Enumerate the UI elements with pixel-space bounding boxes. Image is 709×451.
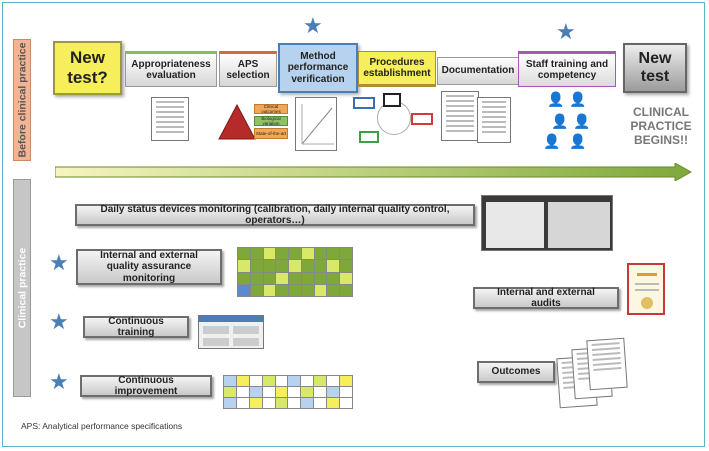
- star-icon: ★: [556, 19, 576, 44]
- side-label-before: Before clinical practice: [13, 39, 31, 161]
- person-icon: 👤: [569, 133, 587, 149]
- method-scatter-thumbnail: [295, 97, 337, 151]
- person-icon: 👤: [569, 91, 587, 107]
- improvement-spreadsheet-icon: [223, 375, 353, 409]
- activity-continuous-training: Continuous training: [83, 316, 189, 338]
- activity-outcomes: Outcomes: [477, 361, 555, 383]
- step-aps: APS selection: [219, 51, 277, 87]
- activity-quality-assurance: Internal and external quality assurance …: [76, 249, 222, 285]
- step-new-test: New test?: [53, 41, 122, 95]
- clinical-practice-begins: CLINICAL PRACTICE BEGINS!!: [630, 105, 692, 147]
- aps-tag-biological: Biological variation: [254, 116, 288, 126]
- timeline-arrow-icon: [55, 163, 693, 181]
- person-icon: 👤: [547, 91, 565, 107]
- star-icon: ★: [303, 13, 323, 38]
- step-appropriateness: Appropriateness evaluation: [125, 51, 217, 87]
- star-icon: ★: [49, 250, 69, 275]
- activity-continuous-improvement: Continuous improvement: [80, 375, 212, 397]
- step-staff: Staff training and competency: [518, 51, 616, 87]
- step-documentation: Documentation: [437, 57, 519, 85]
- aps-tag-state: State-of-the-art: [254, 128, 288, 139]
- procedures-diagram-thumbnail: [349, 93, 439, 147]
- star-icon: ★: [49, 369, 69, 394]
- diagram-frame: Before clinical practice Clinical practi…: [2, 2, 705, 447]
- training-thumbnail: [198, 315, 264, 349]
- footnote: APS: Analytical performance specificatio…: [21, 421, 183, 431]
- step-procedures: Procedures establishment: [358, 51, 436, 87]
- person-icon: 👤: [573, 113, 591, 129]
- step-new-test-end: New test: [623, 43, 687, 93]
- certificate-icon: [627, 263, 665, 315]
- aps-tag-clinical: Clinical outcomes: [254, 104, 288, 114]
- documentation-thumbnail-2: [477, 97, 511, 143]
- documentation-thumbnail-1: [441, 91, 479, 141]
- staff-people-thumbnail: 👤 👤 👤 👤 👤 👤: [543, 91, 595, 153]
- appropriateness-document-thumbnail: [151, 97, 189, 141]
- person-icon: 👤: [551, 113, 569, 129]
- quality-spreadsheet-icon: [237, 247, 353, 297]
- star-icon: ★: [49, 309, 69, 334]
- step-method: Method performance verification: [278, 43, 358, 93]
- activity-daily-monitoring: Daily status devices monitoring (calibra…: [75, 204, 475, 226]
- side-label-clinical: Clinical practice: [13, 179, 31, 397]
- activity-audits: Internal and external audits: [473, 287, 619, 309]
- triangle-icon: [218, 103, 256, 140]
- daily-dashboard-thumbnail: [481, 195, 613, 251]
- outcomes-document-3: [586, 337, 628, 391]
- person-icon: 👤: [543, 133, 561, 149]
